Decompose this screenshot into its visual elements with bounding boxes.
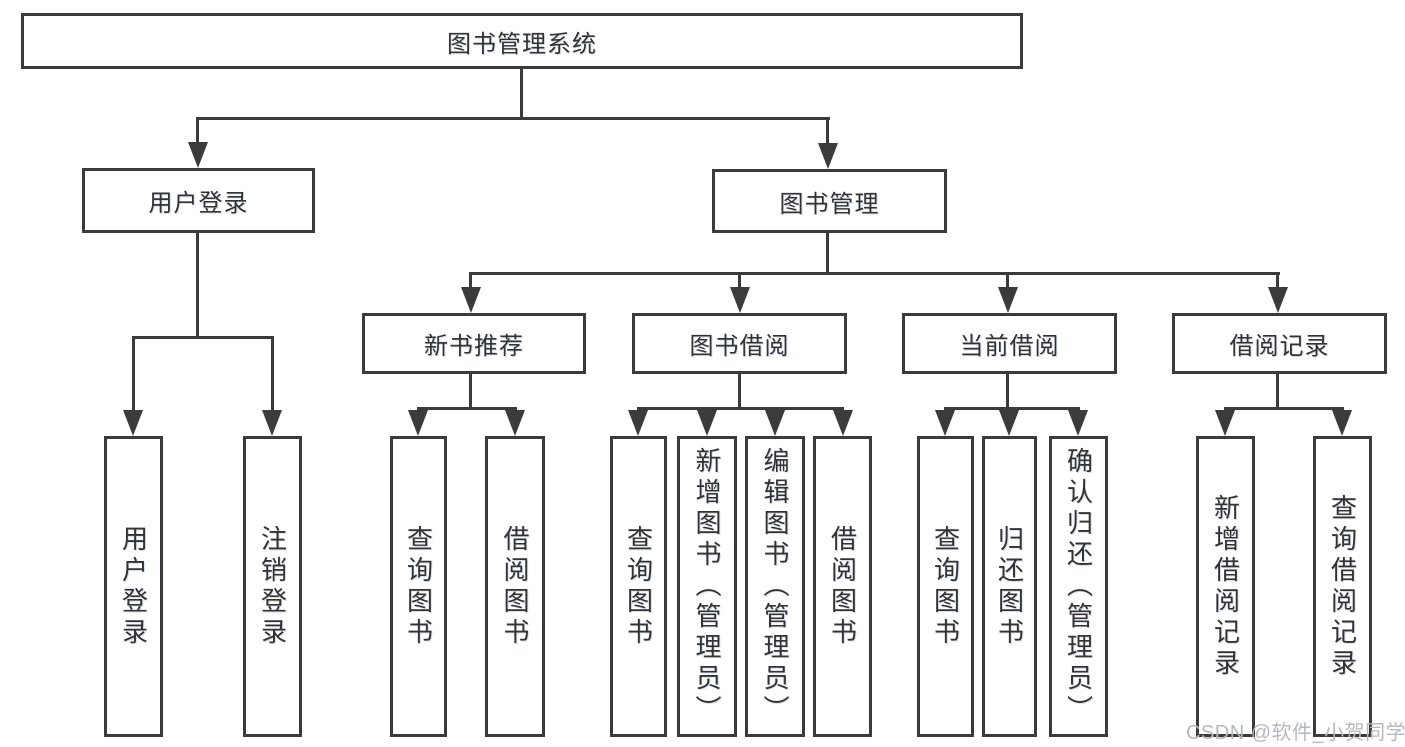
connector-hline [196, 117, 830, 120]
connector-vline [469, 272, 472, 289]
arrow-down-icon [765, 410, 785, 436]
node-label: 新书推荐 [424, 333, 524, 360]
csdn-watermark: CSDN @软件_小贺同学 [1186, 722, 1405, 744]
node-label: 当前借阅 [959, 333, 1060, 360]
leaf-query-borrow-record: 查询借阅记录 [1313, 436, 1372, 737]
arrow-down-icon [1332, 410, 1352, 436]
arrow-down-icon [998, 287, 1018, 313]
arrow-down-icon [505, 410, 525, 436]
arrow-down-icon [628, 410, 648, 436]
connector-hline [469, 272, 1280, 275]
connector-vline [1006, 374, 1009, 407]
connector-hline [417, 407, 517, 410]
arrow-down-icon [408, 410, 428, 436]
arrow-down-icon [833, 410, 853, 436]
leaf-add-borrow-record: 新增借阅记录 [1196, 436, 1255, 737]
leaf-return-books: 归还图书 [982, 436, 1037, 737]
node-label: 借阅图书 [827, 524, 858, 649]
connector-vline [469, 374, 472, 407]
node-label: 图书管理 [779, 190, 880, 218]
connector-vline [271, 336, 274, 412]
node-user-login: 用户登录 [82, 168, 315, 233]
leaf-user-login: 用户登录 [104, 436, 163, 737]
node-book-management: 图书管理 [712, 169, 947, 233]
leaf-edit-books-admin: 编辑图书（管理员） [745, 436, 805, 737]
node-label: 查询图书 [930, 524, 961, 649]
node-label: 查询图书 [403, 524, 434, 649]
connector-vline [520, 69, 523, 117]
arrow-down-icon [262, 410, 282, 436]
arrow-down-icon [123, 410, 143, 436]
connector-vline [738, 374, 741, 407]
leaf-query-books-recommend: 查询图书 [390, 436, 447, 737]
node-new-book-recommendation: 新书推荐 [362, 313, 586, 374]
node-label: 注销登录 [257, 524, 288, 649]
node-label: 查询图书 [623, 524, 654, 649]
arrow-down-icon [697, 410, 717, 436]
node-book-borrowing: 图书借阅 [632, 313, 847, 374]
connector-vline [826, 117, 829, 144]
arrow-down-icon [1268, 287, 1288, 313]
leaf-query-books-borrow: 查询图书 [610, 436, 667, 737]
arrow-down-icon [461, 287, 481, 313]
arrow-down-icon [188, 142, 208, 168]
arrow-down-icon [818, 143, 838, 169]
arrow-down-icon [1215, 410, 1235, 436]
node-label: 归还图书 [994, 524, 1025, 649]
arrow-down-icon [730, 287, 750, 313]
connector-vline [738, 272, 741, 289]
arrow-down-icon [999, 410, 1019, 436]
node-label: 新增借阅记录 [1210, 493, 1241, 680]
node-label: 用户登录 [118, 524, 149, 649]
connector-vline [1276, 272, 1279, 289]
connector-vline [132, 336, 135, 412]
node-label: 用户登录 [148, 190, 249, 217]
leaf-add-books-admin: 新增图书（管理员） [677, 436, 737, 737]
node-label: 借阅图书 [500, 524, 530, 649]
node-label: 借阅记录 [1229, 333, 1330, 360]
node-label: 图书管理系统 [447, 30, 597, 58]
connector-vline [196, 117, 199, 144]
leaf-query-books-current: 查询图书 [917, 436, 974, 737]
connector-vline [826, 233, 829, 272]
leaf-confirm-return-admin: 确认归还（管理员） [1049, 436, 1108, 737]
connector-hline [637, 407, 844, 410]
node-label: 图书借阅 [689, 333, 790, 360]
connector-hline [132, 336, 274, 339]
connector-hline [1224, 407, 1344, 410]
connector-vline [1006, 272, 1009, 289]
arrow-down-icon [1068, 410, 1088, 436]
leaf-logout: 注销登录 [243, 436, 302, 737]
connector-hline [944, 407, 1080, 410]
node-borrowing-records: 借阅记录 [1172, 313, 1387, 374]
leaf-borrow-books-recommend: 借阅图书 [485, 436, 545, 737]
node-current-borrowing: 当前借阅 [902, 313, 1117, 374]
leaf-borrow-books: 借阅图书 [813, 436, 872, 737]
node-label: 编辑图书（管理员） [760, 447, 790, 726]
node-label: 查询借阅记录 [1327, 493, 1358, 680]
connector-vline [196, 233, 199, 336]
connector-vline [1276, 374, 1279, 407]
node-label: 新增图书（管理员） [692, 447, 722, 726]
arrow-down-icon [935, 410, 955, 436]
node-label: 确认归还（管理员） [1063, 447, 1094, 726]
node-library-management-system: 图书管理系统 [21, 13, 1023, 69]
